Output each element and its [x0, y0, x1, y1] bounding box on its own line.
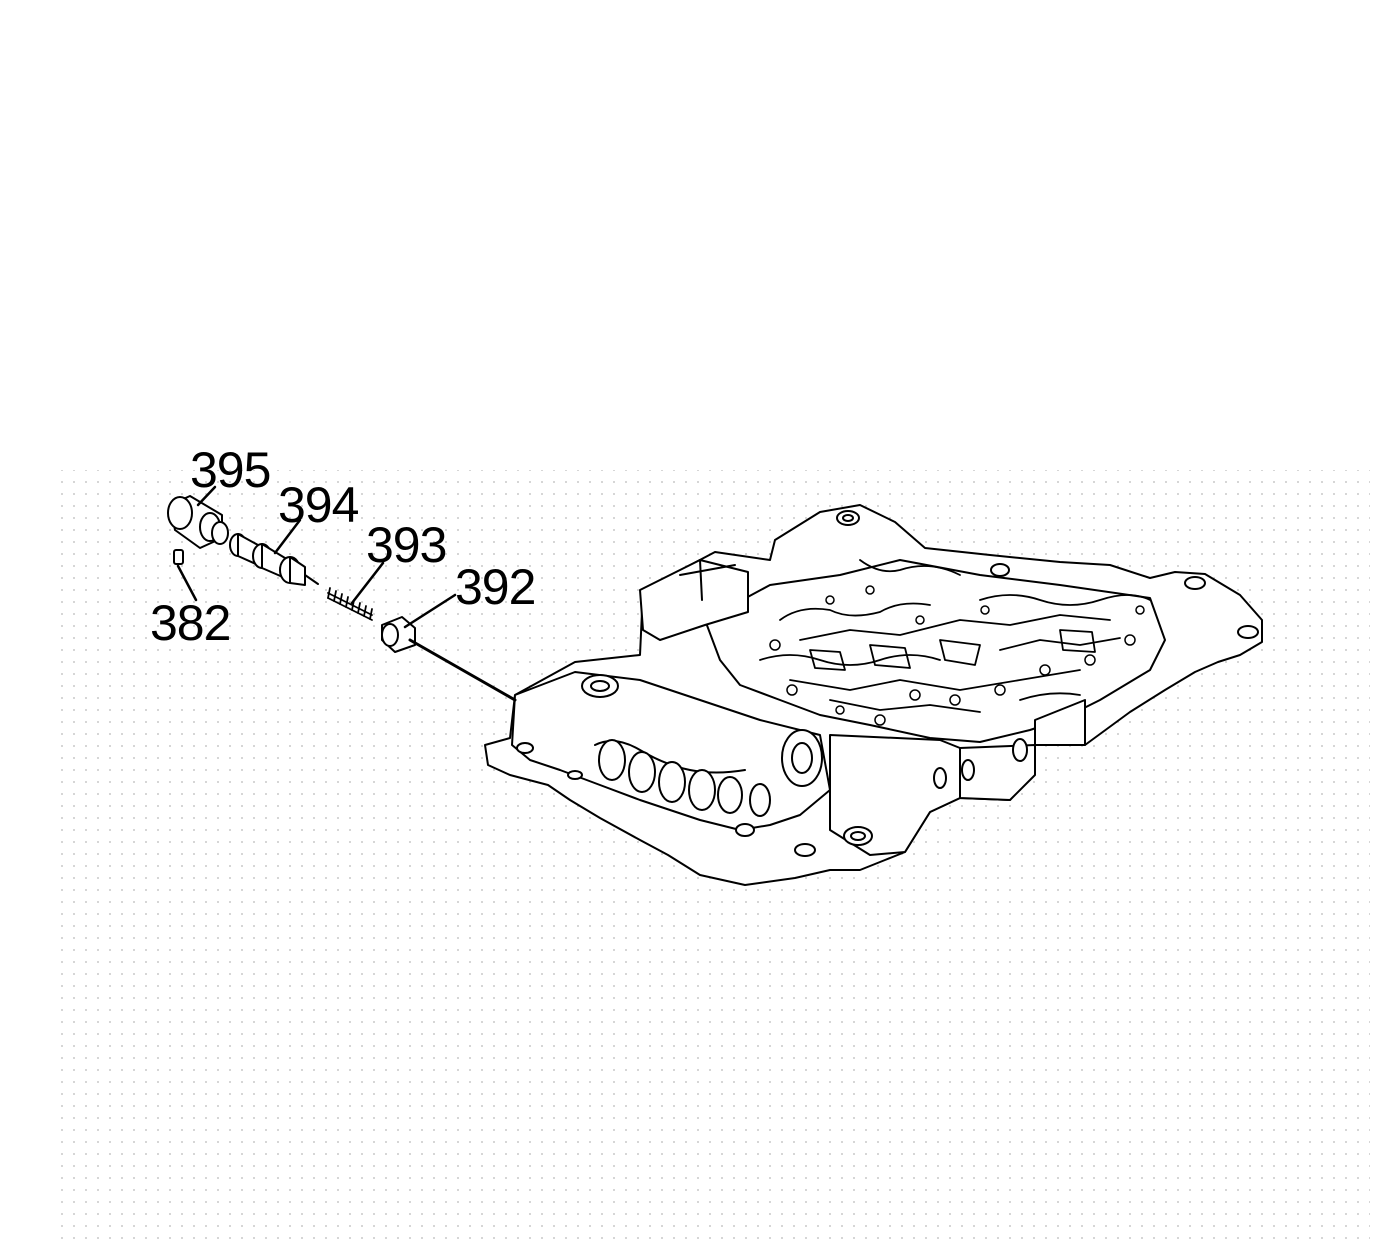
callout-393: 393: [366, 517, 447, 573]
part-395-plug: [167, 495, 229, 549]
leader-lines: [176, 485, 457, 629]
part-382-retainer: [173, 549, 184, 565]
part-393-spring: [327, 587, 373, 621]
callout-395: 395: [190, 442, 271, 498]
part-394-valve: [229, 533, 319, 586]
callout-382: 382: [150, 595, 231, 651]
callout-392: 392: [455, 559, 536, 615]
valve-body: [484, 504, 1263, 886]
alignment-line: [408, 638, 517, 702]
callout-394: 394: [278, 477, 359, 533]
